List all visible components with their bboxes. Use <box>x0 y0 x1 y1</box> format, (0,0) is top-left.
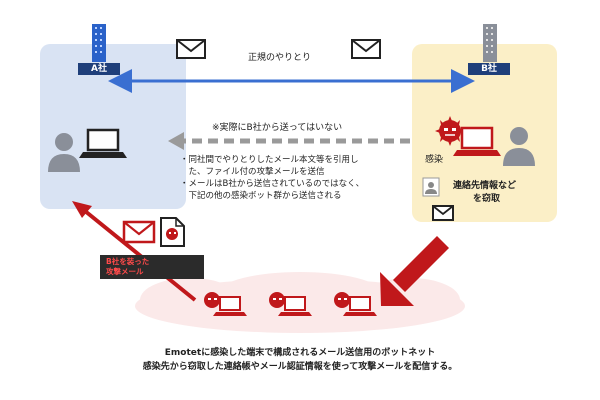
person-icon <box>48 133 80 172</box>
theft-text: 連絡先情報など を窃取 <box>453 181 517 204</box>
laptop-icon <box>453 126 501 156</box>
explanation-text: ・同社間でやりとりしたメール本文等を引用し た、ファイル付の攻撃メールを送信 ・… <box>180 155 365 201</box>
building-icon <box>483 24 497 62</box>
not-sent-arrow <box>168 132 410 150</box>
person-icon <box>503 127 535 166</box>
attack-arrow <box>72 201 197 302</box>
virus-icon <box>435 116 465 146</box>
laptop-icon <box>79 128 127 158</box>
envelope-icon <box>351 39 381 59</box>
company-a-label: A社 <box>78 63 120 75</box>
contact-card-icon <box>422 177 440 197</box>
document-icon <box>160 217 185 247</box>
laptop-icon <box>343 296 377 316</box>
virus-icon <box>334 292 350 308</box>
building-icon <box>92 24 106 62</box>
laptop-icon <box>278 296 312 316</box>
company-b-label: B社 <box>468 63 510 75</box>
envelope-icon <box>432 205 454 221</box>
envelope-icon <box>122 220 156 244</box>
laptop-icon <box>213 296 247 316</box>
infection-label: 感染 <box>425 155 444 165</box>
virus-icon <box>269 292 285 308</box>
envelope-icon <box>176 39 206 59</box>
not-sent-note: ※実際にB社から送ってはいない <box>212 123 343 133</box>
botnet-caption: Emotetに感染した端末で構成されるメール送信用のボットネット 感染先から窃取… <box>142 348 458 372</box>
fake-mail-label: B社を装った 攻撃メール <box>100 255 204 279</box>
regular-exchange-label: 正規のやりとり <box>248 53 312 63</box>
theft-arrow <box>380 236 449 306</box>
virus-icon <box>204 292 220 308</box>
